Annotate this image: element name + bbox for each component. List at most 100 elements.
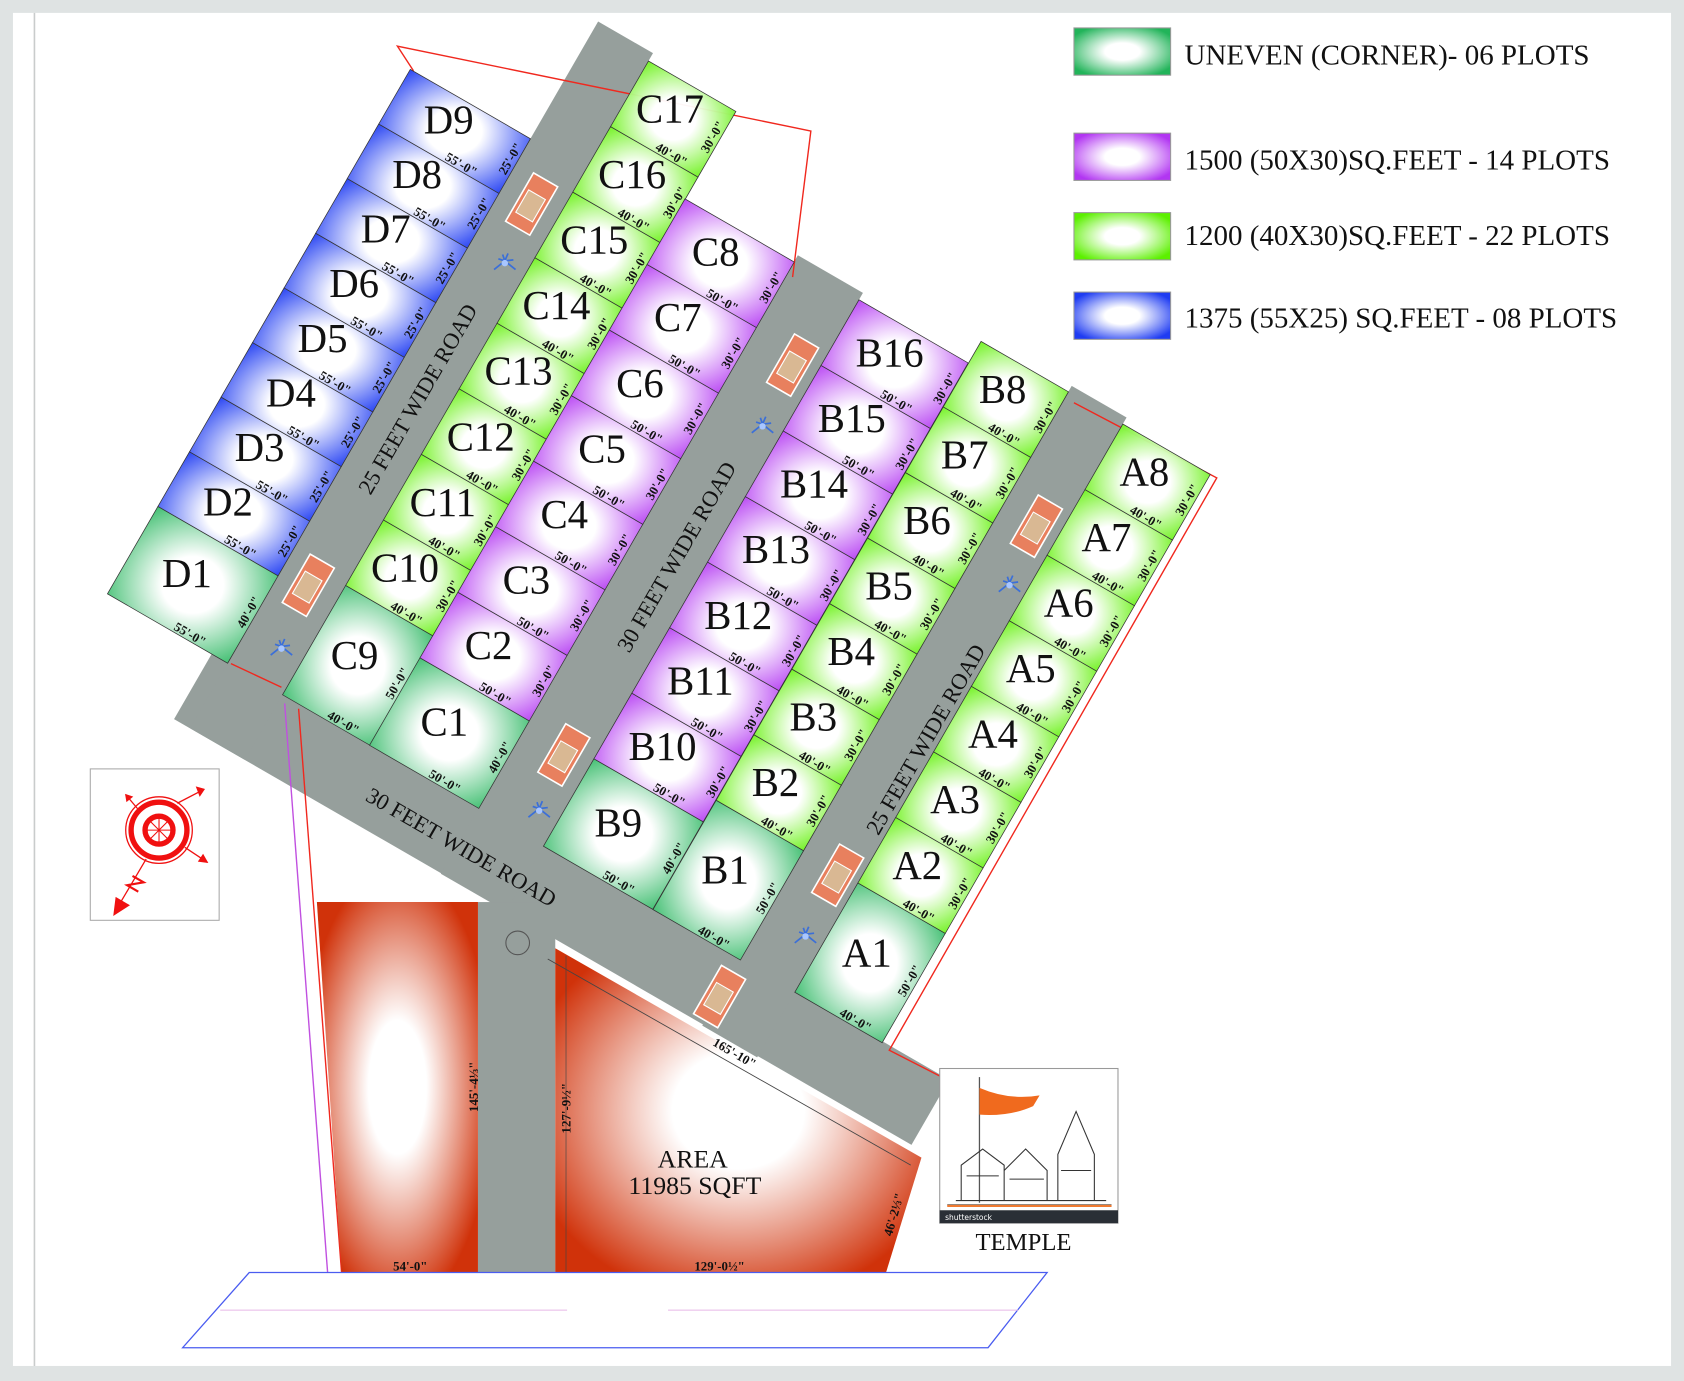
plot-label: C11 [410, 480, 477, 525]
plot-label: B6 [903, 498, 951, 543]
plot-label: C5 [578, 426, 626, 471]
plot-shape[interactable] [942, 340, 1069, 458]
road-c-b-30ft[interactable] [440, 255, 863, 912]
plot-label: B8 [979, 367, 1027, 412]
plot-label: B12 [704, 593, 772, 638]
plot-label: C6 [616, 361, 664, 406]
front-road-outline [181, 1271, 1049, 1349]
plot-label: C9 [331, 633, 379, 678]
plot-label: D8 [392, 152, 442, 197]
plot-label: A2 [892, 843, 942, 888]
plot-label: C16 [598, 152, 666, 197]
dim-right-side: 127'-9½" [559, 1083, 573, 1133]
legend-swatch [1073, 212, 1172, 261]
road-b-a-25ft[interactable] [702, 385, 1127, 1058]
plot-label: B2 [752, 760, 800, 805]
temple-frame [939, 1067, 1119, 1224]
plot-label: B5 [865, 563, 913, 608]
legend-item-green: 1200 (40X30)SQ.FEET - 22 PLOTS [1073, 212, 1610, 261]
tree-icon [493, 253, 517, 271]
plot-label: D5 [298, 316, 348, 361]
area-value: 11985 SQFT [628, 1171, 761, 1200]
legend-swatch [1073, 132, 1172, 181]
legend-item-purple: 1500 (50X30)SQ.FEET - 14 PLOTS [1073, 132, 1610, 181]
boundary-line [297, 708, 343, 1273]
plot-label: B1 [701, 848, 749, 893]
plot-shape[interactable] [378, 68, 531, 194]
dimension-line [547, 958, 911, 1166]
big-plot-west[interactable] [316, 902, 478, 1273]
tree-icon [794, 926, 817, 944]
plot-shape[interactable] [646, 198, 795, 329]
plot-label: C2 [465, 623, 513, 668]
plot-label: C4 [540, 492, 588, 537]
plot-label: B7 [941, 432, 989, 477]
plot-label: C3 [503, 557, 551, 602]
plot-label: C10 [371, 545, 439, 590]
dim-bottom-left: 54'-0" [393, 1259, 427, 1273]
roundabout-circle [505, 930, 531, 956]
plot-label: B11 [667, 658, 734, 703]
plot-shape[interactable] [610, 60, 737, 178]
big-plot: AREA 11985 SQFT 145'-4⅓" 127'-9½" 165'-1… [316, 902, 922, 1273]
legend: UNEVEN (CORNER)- 06 PLOTS 1500 (50X30)SQ.… [1073, 27, 1617, 340]
road-south-30ft[interactable] [477, 902, 556, 1273]
plot-shape[interactable] [1084, 423, 1211, 541]
plot-label: D6 [329, 261, 379, 306]
parked-car-icon [536, 722, 592, 788]
plot-label: A8 [1119, 449, 1169, 494]
road-icons [270, 171, 1064, 1029]
legend-item-corner: UNEVEN (CORNER)- 06 PLOTS [1073, 27, 1590, 76]
plot-label: C12 [447, 414, 515, 459]
plot-label: C17 [636, 86, 704, 131]
plot-label: D3 [235, 425, 285, 470]
plot-label: A6 [1044, 581, 1094, 626]
plot-label: B9 [594, 800, 642, 845]
parked-car-icon [1009, 493, 1064, 559]
plot-label: D7 [361, 207, 411, 252]
boundary-line [395, 45, 812, 278]
dim-bottom-right: 129'-0½" [694, 1259, 744, 1273]
big-plot-east[interactable] [555, 948, 922, 1273]
watermark-bar [939, 1210, 1118, 1224]
parked-car-icon [504, 171, 559, 237]
boundary-line [230, 663, 282, 688]
compass [89, 768, 220, 921]
compass-rose-icon [113, 786, 209, 917]
plot-label: A3 [930, 777, 980, 822]
plot-label: D4 [266, 370, 316, 415]
flag-icon [979, 1087, 1040, 1116]
legend-label: 1200 (40X30)SQ.FEET - 22 PLOTS [1185, 220, 1610, 252]
temple-label: TEMPLE [975, 1229, 1071, 1256]
temple-picture: shutterstock TEMPLE [939, 1067, 1119, 1256]
parked-car-icon [810, 842, 865, 908]
plot-label: A7 [1082, 515, 1132, 560]
plot-label: A4 [968, 712, 1018, 757]
plot-label: B3 [790, 695, 838, 740]
temple-watermark: shutterstock [945, 1213, 993, 1222]
legend-label: 1500 (50X30)SQ.FEET - 14 PLOTS [1185, 145, 1610, 177]
plot-label: B13 [742, 527, 810, 572]
